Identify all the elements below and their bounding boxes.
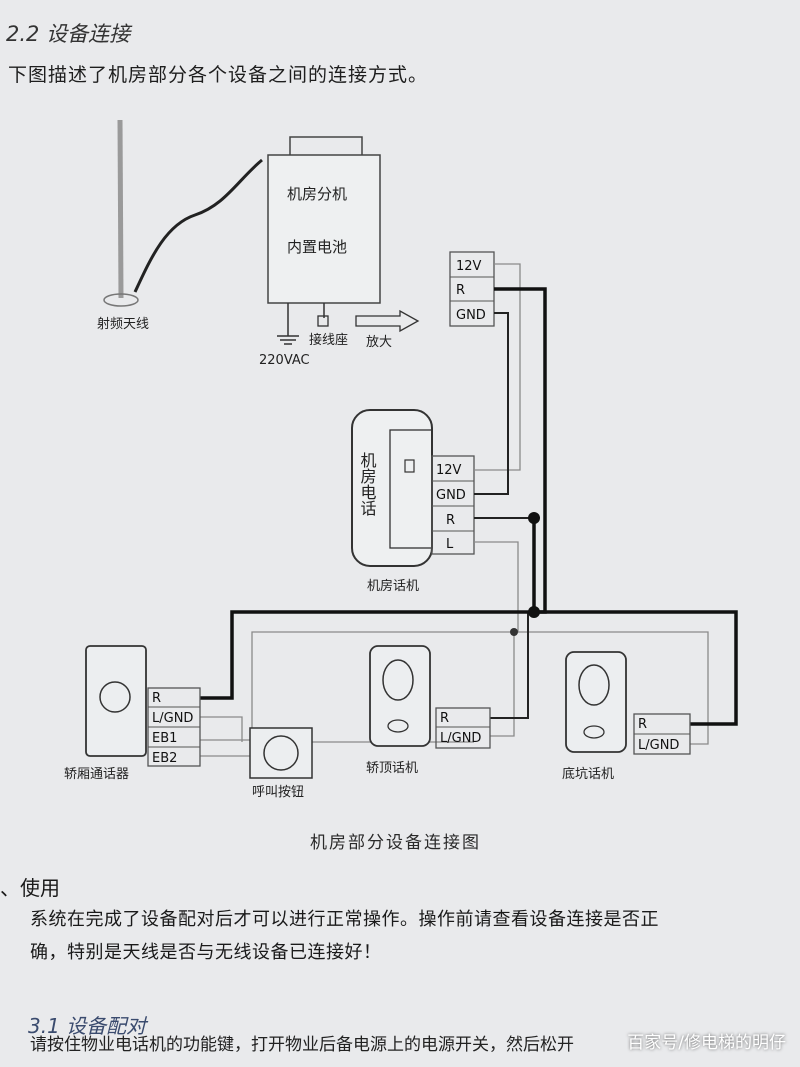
car-terminal-eb2: EB2 — [152, 751, 177, 766]
unit-label-line2: 内置电池 — [287, 238, 347, 256]
diagram-caption: 机房部分设备连接图 — [310, 833, 481, 853]
socket-label: 接线座 — [309, 332, 348, 348]
car-terminal-eb1: EB1 — [152, 731, 177, 746]
cartop-terminal-r: R — [440, 711, 449, 726]
junction-dot — [510, 628, 518, 636]
amp-label: 放大 — [366, 335, 392, 350]
phone-text: 机房电话 — [358, 452, 377, 516]
call-label: 呼叫按钮 — [252, 785, 304, 800]
pit-phone — [565, 651, 627, 753]
watermark: 百家号/修电梯的明仔 — [627, 1033, 786, 1053]
top-terminal-gnd: GND — [456, 308, 486, 323]
pit-label: 底坑话机 — [562, 766, 614, 782]
section31-title: 3.1 设备配对 — [28, 1014, 147, 1038]
car-label: 轿厢通话器 — [64, 767, 129, 782]
usage-line1: 系统在完成了设备配对后才可以进行正常操作。操作前请查看设备连接是否正 — [30, 909, 659, 930]
connection-diagram: 射频天线 机房分机 内置电池 220VAC 接线座 放大 12V R GND 机… — [64, 119, 738, 800]
top-terminal-12v: 12V — [456, 259, 482, 274]
dark-wires — [474, 312, 534, 719]
power-plug-icon — [277, 303, 299, 345]
antenna-label: 射频天线 — [97, 316, 149, 332]
thin-wires — [200, 263, 709, 757]
car-terminal-lgnd: L/GND — [152, 711, 193, 726]
pit-terminal-lgnd: L/GND — [638, 738, 679, 753]
socket-icon — [317, 303, 329, 327]
phone-terminal-12v: 12V — [436, 463, 462, 478]
phone-terminal-l: L — [446, 537, 454, 552]
antenna-icon — [103, 119, 263, 307]
car-terminal-r: R — [152, 691, 161, 706]
intro-text: 下图描述了机房部分各个设备之间的连接方式。 — [8, 64, 429, 86]
phone-terminal-gnd: GND — [436, 488, 466, 503]
cartop-label: 轿顶话机 — [366, 761, 418, 776]
usage-title: 、使用 — [0, 876, 60, 900]
cartop-terminal-lgnd: L/GND — [440, 731, 481, 746]
phone-label: 机房话机 — [367, 578, 419, 594]
section31-line1: 请按住物业电话机的功能键，打开物业后备电源上的电源开关，然后松开 — [30, 1035, 574, 1055]
usage-line2: 确，特别是天线是否与无线设备已连接好！ — [30, 942, 382, 963]
car-intercom — [85, 645, 147, 757]
cartop-terminal-block — [435, 707, 491, 749]
pit-terminal-r: R — [638, 717, 647, 732]
arrow-right-icon — [355, 309, 420, 333]
phone-terminal-block — [431, 455, 475, 555]
unit-box — [267, 136, 381, 304]
unit-label-line1: 机房分机 — [287, 185, 347, 203]
cartop-phone — [369, 645, 431, 747]
call-button-icon — [249, 727, 313, 779]
power-label: 220VAC — [259, 353, 310, 368]
junction-dot — [528, 512, 540, 524]
car-terminal-block — [147, 687, 201, 767]
junction-dot — [528, 606, 540, 618]
top-terminal-r: R — [456, 283, 465, 298]
section-title: 2.2 设备连接 — [6, 22, 131, 46]
phone-terminal-r: R — [446, 513, 455, 528]
pit-terminal-block — [633, 713, 691, 755]
